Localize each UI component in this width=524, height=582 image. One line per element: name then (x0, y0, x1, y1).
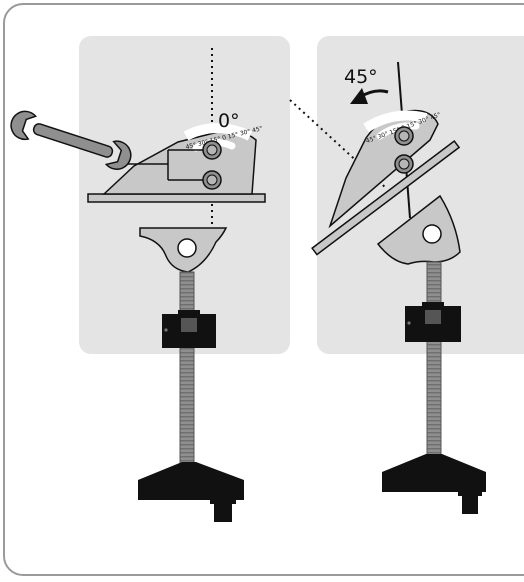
left-head-hole (177, 238, 197, 258)
right-clamp (405, 302, 461, 342)
left-foot (138, 462, 244, 522)
right-threaded-rod (426, 261, 442, 463)
right-panel (317, 36, 524, 354)
right-screw-lower (394, 154, 414, 174)
right-scale-arc (363, 110, 428, 133)
angle-label-left: 0° (218, 110, 240, 132)
angle-label-right: 45° (344, 66, 378, 88)
left-scale-arc (183, 123, 253, 141)
wrench-icon (10, 110, 132, 170)
rotate-arrow-icon (350, 88, 389, 104)
right-screw-upper (394, 126, 414, 146)
left-screw-upper (202, 140, 222, 160)
right-slot (376, 122, 420, 140)
left-clamp (162, 310, 216, 348)
left-threaded-rod (179, 271, 195, 471)
right-foot (382, 454, 486, 514)
left-base-plate (87, 193, 266, 203)
left-callout-lines (128, 149, 203, 181)
right-tilted-plate (311, 139, 461, 256)
right-head-hole (422, 224, 442, 244)
left-screw-lower (202, 170, 222, 190)
